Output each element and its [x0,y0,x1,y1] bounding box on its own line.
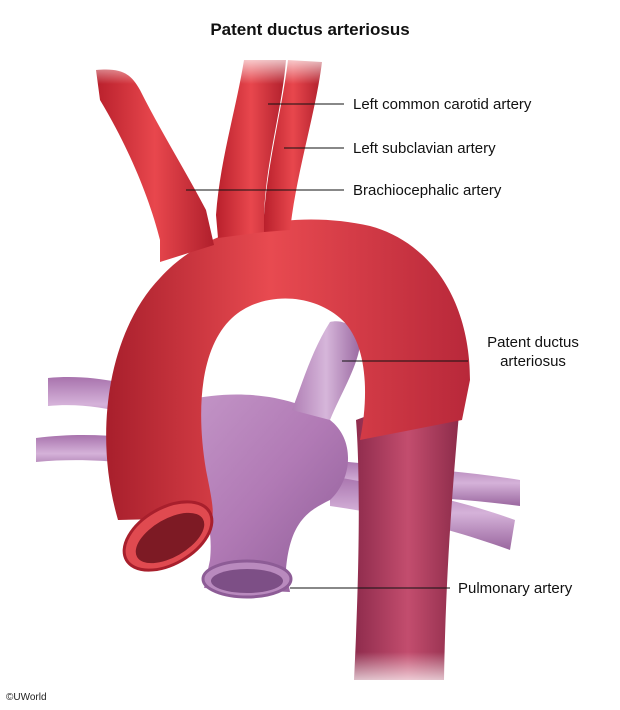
descending-aorta [354,380,462,680]
diagram-title: Patent ductus arteriosus [210,20,410,39]
label-pda-line1: Patent ductus [487,334,579,351]
label-brachiocephalic: Brachiocephalic artery [353,182,502,199]
aortic-arch [106,219,471,572]
pulmonary-trunk [177,394,349,599]
copyright-notice: ©UWorld [6,692,47,703]
leader-lines [186,103,468,589]
brachiocephalic-vessel [96,69,214,263]
label-pda-line2: arteriosus [500,353,566,370]
patent-ductus-arteriosus [292,321,361,420]
label-left-subclavian: Left subclavian artery [353,140,496,157]
label-patent-ductus-arteriosus: Patent ductus arteriosus [470,333,596,371]
left-subclavian-vessel [264,60,322,232]
label-left-common-carotid: Left common carotid artery [353,96,532,113]
label-pulmonary-artery: Pulmonary artery [458,580,573,597]
